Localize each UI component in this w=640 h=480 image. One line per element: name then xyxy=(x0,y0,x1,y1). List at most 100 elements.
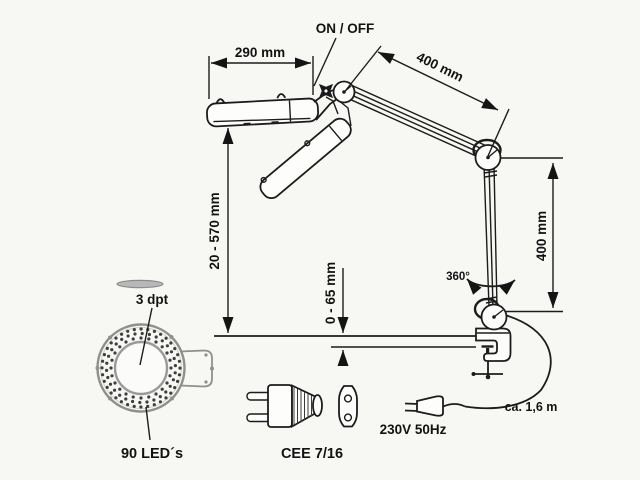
led-dot xyxy=(139,336,143,340)
led-dot xyxy=(100,366,104,370)
led-dot xyxy=(119,400,123,404)
led-dot xyxy=(133,332,137,336)
led-dot xyxy=(132,404,136,408)
led-dot xyxy=(114,342,118,346)
led-dot xyxy=(169,341,173,345)
table-surface xyxy=(214,335,477,348)
led-dot xyxy=(158,395,162,399)
dim-height-range: 20 - 570 mm xyxy=(207,128,234,333)
led-dot xyxy=(177,373,181,377)
led-dot xyxy=(168,374,172,378)
table-clamp xyxy=(471,327,512,380)
rotation-label: 360° xyxy=(446,271,470,283)
led-dot xyxy=(172,356,176,361)
led-dot xyxy=(124,392,128,396)
led-dot xyxy=(126,403,130,407)
power-supply-label: 230V 50Hz xyxy=(380,422,447,437)
led-dot xyxy=(165,351,169,355)
led-dot xyxy=(158,400,162,404)
rotation-arrows xyxy=(466,278,516,295)
led-dot xyxy=(169,366,173,370)
led-dot xyxy=(139,327,143,331)
led-count-label: 90 LED´s xyxy=(121,446,183,462)
led-count-callout: 90 LED´s xyxy=(121,406,183,462)
dim-lower-arm-label: 400 mm xyxy=(534,211,549,261)
led-dot xyxy=(105,346,109,350)
upper-arm xyxy=(345,84,490,160)
led-dot xyxy=(147,395,151,399)
led-dot xyxy=(110,348,114,352)
on-off-callout: ON / OFF xyxy=(313,21,375,87)
head-joint xyxy=(332,80,356,104)
led-dot xyxy=(105,361,109,365)
led-dot xyxy=(173,386,177,390)
led-dot xyxy=(147,337,151,341)
led-dot xyxy=(154,392,158,396)
led-dot xyxy=(146,404,150,408)
led-dot xyxy=(106,375,110,380)
led-dot xyxy=(114,396,118,400)
led-dot xyxy=(177,359,181,363)
led-dot xyxy=(145,400,149,404)
led-dot xyxy=(147,332,151,337)
led-ring xyxy=(100,327,182,409)
led-dot xyxy=(110,374,114,378)
led-dot xyxy=(164,336,168,340)
plug-hatching xyxy=(293,387,312,425)
dim-height-range-label: 20 - 570 mm xyxy=(207,192,222,269)
led-dot xyxy=(152,329,156,333)
clamp-screw xyxy=(471,345,503,380)
dim-clamp-range-label: 0 - 65 mm xyxy=(323,262,338,324)
led-dot xyxy=(102,379,106,383)
on-off-knob xyxy=(318,83,334,99)
dim-head-width-label: 290 mm xyxy=(235,45,285,60)
led-dot xyxy=(118,393,122,397)
led-dot xyxy=(105,385,109,389)
led-dot xyxy=(109,391,113,395)
lens-power-callout: 3 dpt xyxy=(136,292,169,366)
led-dot xyxy=(176,379,180,383)
on-off-label: ON / OFF xyxy=(316,21,375,36)
socket-face xyxy=(338,385,358,428)
rim-screws xyxy=(95,335,174,401)
dim-clamp-range: 0 - 65 mm xyxy=(323,262,349,366)
led-dot xyxy=(131,337,135,341)
led-dot xyxy=(109,366,113,370)
led-dot xyxy=(171,378,175,382)
led-dot xyxy=(113,388,117,392)
led-dot xyxy=(110,358,114,362)
lamp-head-horizontal xyxy=(206,93,319,128)
led-dot xyxy=(101,359,105,363)
led-dot xyxy=(105,368,109,372)
led-dot xyxy=(168,358,172,362)
led-dot xyxy=(160,339,164,343)
led-dot xyxy=(138,400,142,405)
plug-standard-label: CEE 7/16 xyxy=(281,446,343,462)
led-dot xyxy=(173,371,177,375)
europlug xyxy=(246,384,323,429)
led-dot xyxy=(169,391,173,395)
led-dot xyxy=(132,328,136,332)
led-dot xyxy=(120,337,124,341)
led-dot xyxy=(126,334,130,338)
led-dot xyxy=(169,350,174,354)
led-dot xyxy=(140,331,144,336)
clamp-joint xyxy=(473,297,508,331)
led-dot xyxy=(165,344,169,348)
led-dot xyxy=(176,353,180,357)
dim-head-width: 290 mm xyxy=(208,45,314,99)
led-dot xyxy=(131,395,135,399)
led-dot xyxy=(173,347,177,351)
led-dot xyxy=(120,332,124,336)
magnifier-bottom-view xyxy=(95,323,214,413)
led-dot xyxy=(124,397,128,401)
led-dot xyxy=(160,387,164,391)
lens-power-label: 3 dpt xyxy=(136,292,169,307)
led-dot xyxy=(159,332,163,336)
led-dot xyxy=(114,336,118,340)
led-dot xyxy=(126,329,130,333)
led-dot xyxy=(178,366,182,370)
led-dot xyxy=(124,340,128,344)
cable-length-label: ca. 1,6 m xyxy=(505,400,558,414)
